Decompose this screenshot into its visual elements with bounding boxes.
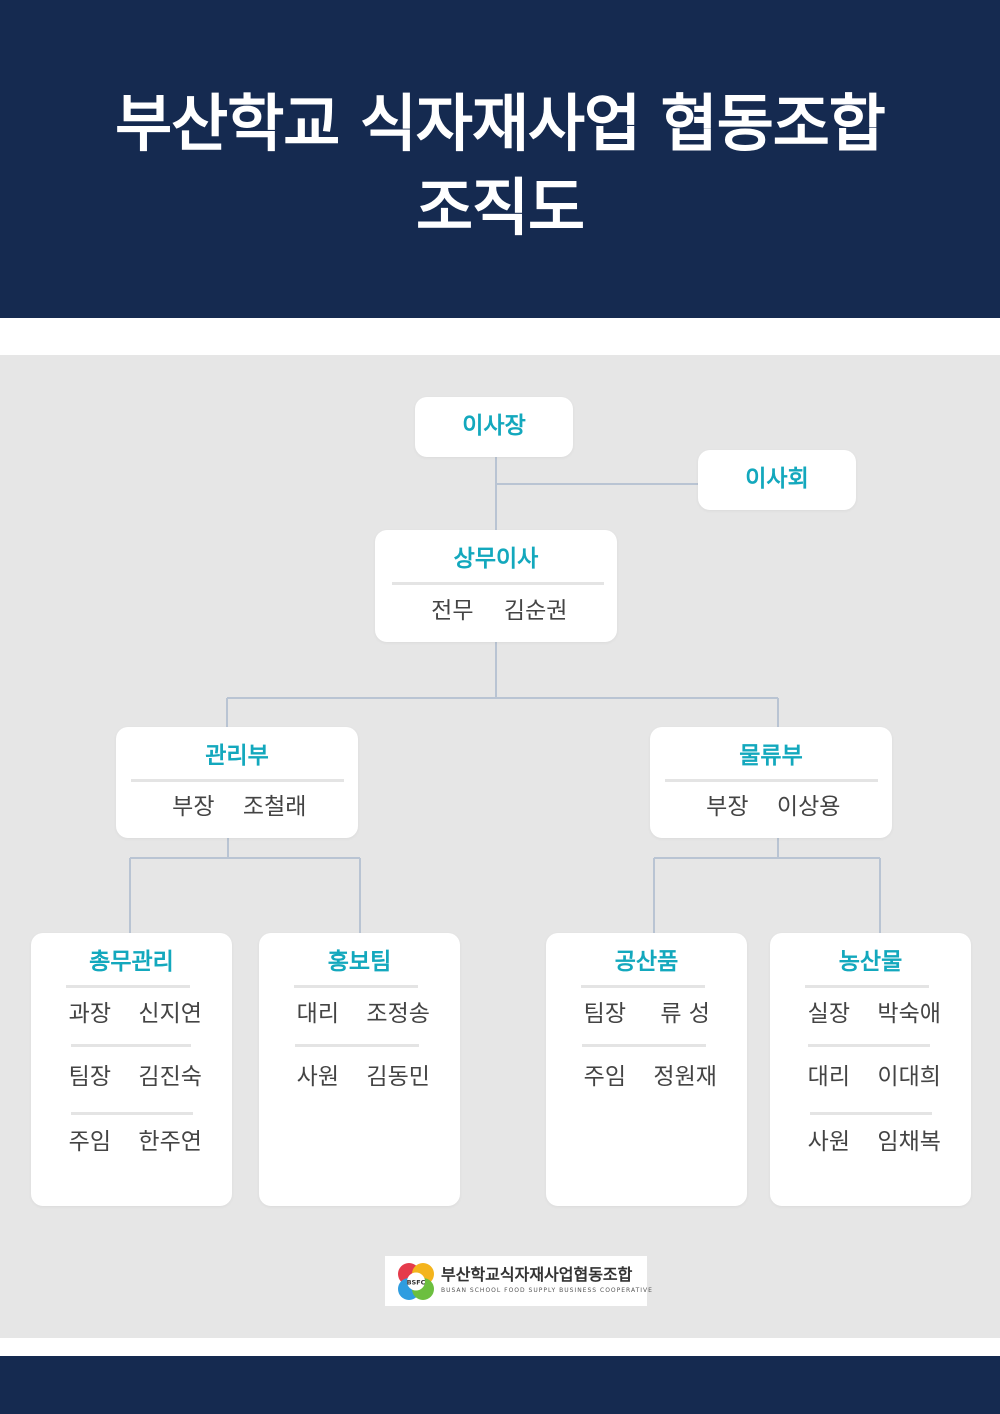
member-role: 부장 — [172, 794, 215, 820]
box-chairman-title: 이사장 — [462, 413, 526, 439]
divider — [131, 779, 344, 782]
member-name: 정원재 — [653, 1064, 717, 1090]
member-row: 주임 한주연 — [31, 1128, 232, 1156]
member-name: 김진숙 — [138, 1064, 202, 1090]
divider — [71, 1044, 191, 1047]
logo-name-ko: 부산학교식자재사업협동조합 — [441, 1265, 633, 1284]
member-row: 실장 박숙애 — [770, 1000, 971, 1028]
member-row: 과장 신지연 — [31, 1000, 232, 1028]
divider — [582, 1044, 706, 1047]
member-name: 신지연 — [138, 1001, 202, 1027]
member-name: 한주연 — [138, 1129, 202, 1155]
divider — [581, 985, 705, 988]
box-pr-team: 홍보팀 대리 조정송 사원 김동민 — [259, 933, 460, 1206]
member-name: 김동민 — [366, 1064, 430, 1090]
member-name: 김순권 — [503, 598, 568, 624]
divider — [810, 1112, 932, 1115]
member-name: 임채복 — [877, 1129, 941, 1155]
page-title-line2: 조직도 — [415, 171, 585, 244]
footer-bar — [0, 1356, 1000, 1414]
member-role: 팀장 — [68, 1064, 111, 1090]
member-row: 사원 김동민 — [259, 1063, 460, 1091]
box-board-title: 이사회 — [745, 466, 809, 492]
box-general-affairs-title: 총무관리 — [89, 949, 174, 975]
divider — [665, 779, 878, 782]
box-managing-director-title: 상무이사 — [453, 546, 539, 572]
member-role: 주임 — [68, 1129, 111, 1155]
member-row: 전무 김순권 — [375, 597, 617, 625]
logo-mark-text: BSFC — [407, 1279, 426, 1287]
page-title-line1: 부산학교 식자재사업 협동조합 — [115, 87, 886, 160]
member-row: 부장 이상용 — [650, 793, 892, 821]
divider — [295, 1044, 419, 1047]
divider — [66, 985, 190, 988]
member-name: 류 성 — [660, 1001, 710, 1027]
member-role: 팀장 — [583, 1001, 626, 1027]
box-logistics-dept: 물류부 부장 이상용 — [650, 727, 892, 838]
member-row: 대리 이대희 — [770, 1063, 971, 1091]
member-role: 사원 — [807, 1129, 850, 1155]
divider — [392, 582, 604, 585]
box-pr-team-title: 홍보팀 — [327, 949, 392, 975]
box-board: 이사회 — [698, 450, 856, 510]
header-banner: 부산학교 식자재사업 협동조합 조직도 — [0, 0, 1000, 318]
box-general-affairs: 총무관리 과장 신지연 팀장 김진숙 주임 한주연 — [31, 933, 232, 1206]
divider — [808, 1044, 930, 1047]
member-role: 부장 — [706, 794, 749, 820]
bsfc-logo-icon: BSFC — [398, 1263, 434, 1300]
box-industrial-products-title: 공산품 — [614, 949, 679, 975]
divider — [294, 985, 418, 988]
member-row: 팀장 김진숙 — [31, 1063, 232, 1091]
box-admin-dept: 관리부 부장 조철래 — [116, 727, 358, 838]
member-row: 사원 임채복 — [770, 1128, 971, 1156]
member-role: 전무 — [431, 598, 474, 624]
box-logistics-dept-title: 물류부 — [739, 743, 803, 769]
member-row: 대리 조정송 — [259, 1000, 460, 1028]
member-row: 팀장 류 성 — [546, 1000, 747, 1028]
member-row: 주임 정원재 — [546, 1063, 747, 1091]
box-admin-dept-title: 관리부 — [205, 743, 269, 769]
member-name: 조정송 — [366, 1001, 430, 1027]
member-role: 과장 — [68, 1001, 111, 1027]
member-name: 이대희 — [877, 1064, 941, 1090]
logo-name-en: BUSAN SCHOOL FOOD SUPPLY BUSINESS COOPER… — [441, 1287, 653, 1294]
member-role: 대리 — [807, 1064, 850, 1090]
cooperative-logo: BSFC 부산학교식자재사업협동조합 BUSAN SCHOOL FOOD SUP… — [385, 1256, 652, 1306]
box-industrial-products: 공산품 팀장 류 성 주임 정원재 — [546, 933, 747, 1206]
box-managing-director: 상무이사 전무 김순권 — [375, 530, 617, 642]
member-name: 조철래 — [242, 794, 307, 820]
member-name: 박숙애 — [877, 1001, 941, 1027]
page-title: 부산학교 식자재사업 협동조합 조직도 — [0, 82, 1000, 250]
member-role: 실장 — [807, 1001, 850, 1027]
box-chairman: 이사장 — [415, 397, 573, 457]
box-agricultural-products-title: 농산물 — [838, 949, 903, 975]
member-role: 대리 — [296, 1001, 339, 1027]
member-role: 주임 — [583, 1064, 626, 1090]
member-role: 사원 — [296, 1064, 339, 1090]
divider — [71, 1112, 193, 1115]
member-row: 부장 조철래 — [116, 793, 358, 821]
divider — [805, 985, 929, 988]
member-name: 이상용 — [776, 794, 841, 820]
box-agricultural-products: 농산물 실장 박숙애 대리 이대희 사원 임채복 — [770, 933, 971, 1206]
